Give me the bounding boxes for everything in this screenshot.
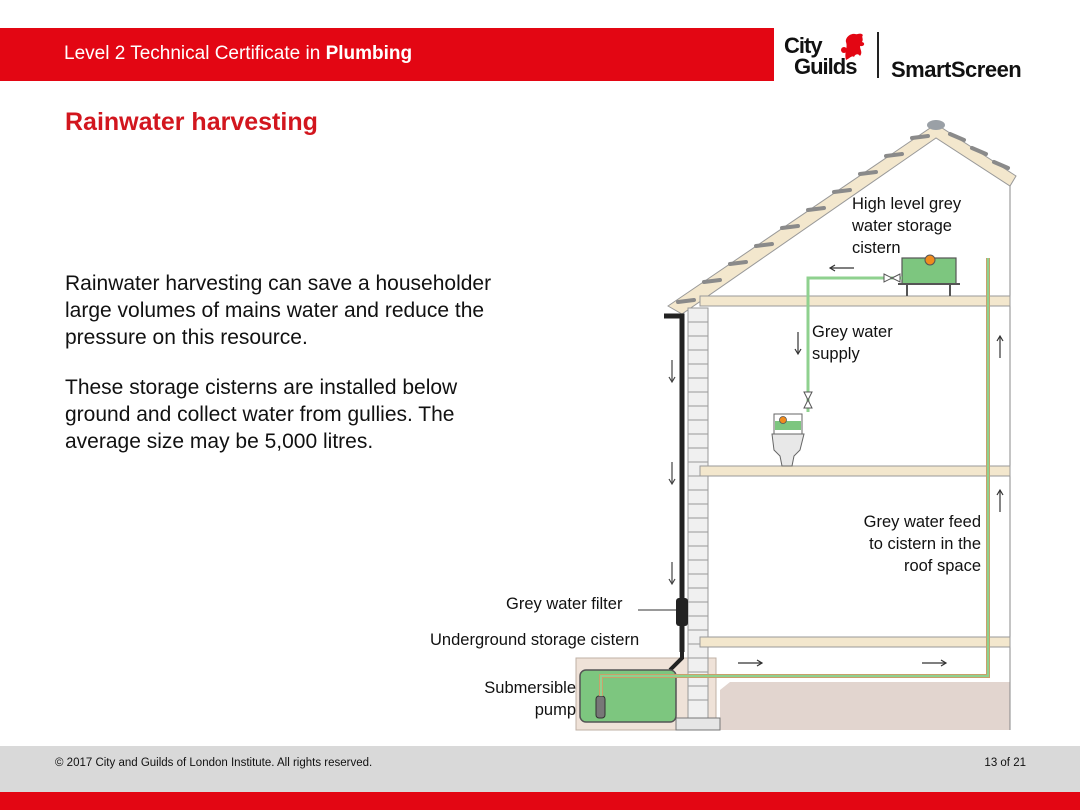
label-grey-water-supply: Grey water supply — [812, 323, 893, 363]
city-and-guilds-logo: City Guilds SmartScreen — [784, 28, 1044, 84]
ground — [720, 682, 1010, 730]
course-subject: Plumbing — [325, 43, 413, 64]
logo-divider — [877, 32, 879, 78]
paragraph-savings: Rainwater harvesting can save a househol… — [65, 272, 492, 349]
brick-wall — [687, 307, 709, 719]
ground-floor — [699, 636, 1011, 648]
first-floor — [699, 465, 1011, 477]
label-submersible-pump: Submersible pump — [484, 679, 576, 719]
feed-arrows — [738, 334, 1004, 667]
house-cross-section — [575, 120, 1017, 731]
course-title: Level 2 Technical Certificate in Plumbin… — [64, 43, 412, 65]
float-valve — [924, 254, 936, 266]
label-underground-cistern: Underground storage cistern — [430, 631, 640, 649]
course-prefix: Level 2 Technical Certificate in — [64, 43, 326, 64]
filter-to-cistern-pipe — [668, 626, 684, 672]
grey-water-filter — [676, 598, 688, 626]
brick-courses — [688, 321, 708, 701]
rainwater-downpipe — [664, 313, 685, 652]
slide-title: Rainwater harvesting — [65, 108, 318, 136]
lion-icon — [841, 33, 865, 60]
copyright-text: © 2017 City and Guilds of London Institu… — [55, 757, 373, 769]
paragraph-cisterns: These storage cisterns are installed bel… — [65, 376, 458, 453]
label-grey-water-filter: Grey water filter — [506, 595, 623, 613]
logo-city-text: City — [784, 33, 823, 58]
label-grey-water-feed: Grey water feed to cistern in the roof s… — [863, 513, 981, 575]
footer-bar: © 2017 City and Guilds of London Institu… — [0, 746, 1080, 792]
loft-floor — [699, 295, 1011, 307]
label-high-level-cistern: High level grey water storage cistern — [852, 195, 962, 257]
supply-arrows — [794, 264, 854, 356]
header-bar: Level 2 Technical Certificate in Plumbin… — [0, 28, 774, 81]
wall-footing — [675, 717, 721, 731]
logo-smartscreen-text: SmartScreen — [891, 57, 1022, 82]
bottom-brand-bar — [0, 792, 1080, 810]
roof-tiles — [676, 132, 1010, 304]
rainwater-harvesting-diagram: High level grey water storage cistern Gr… — [420, 110, 1040, 735]
roof-ridge — [927, 120, 945, 130]
downflow-arrows — [668, 360, 676, 586]
logo-guilds-text: Guilds — [794, 54, 857, 79]
submersible-pump — [595, 695, 606, 719]
grey-water-supply-pipe — [806, 276, 902, 412]
supply-valves — [803, 273, 901, 409]
grey-water-feed-pipe — [599, 258, 990, 696]
roof — [667, 123, 1017, 315]
page-indicator: 13 of 21 — [984, 757, 1026, 769]
wc-toilet — [771, 413, 805, 467]
